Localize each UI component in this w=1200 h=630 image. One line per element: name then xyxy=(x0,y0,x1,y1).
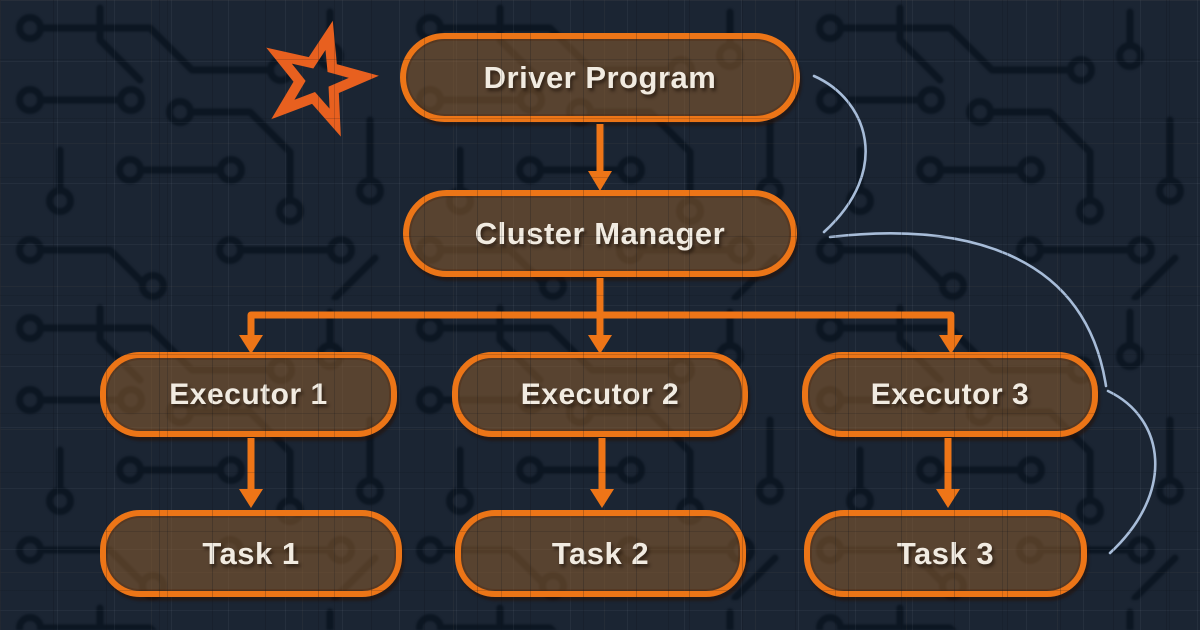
node-label: Task 3 xyxy=(896,535,995,571)
node-cluster-manager: Cluster Manager xyxy=(403,190,797,277)
node-task-1: Task 1 xyxy=(100,510,402,597)
node-label: Executor 3 xyxy=(870,377,1030,411)
node-label: Driver Program xyxy=(483,59,717,95)
node-label: Task 1 xyxy=(202,535,300,571)
node-driver-program: Driver Program xyxy=(400,33,800,122)
node-label: Executor 1 xyxy=(169,377,328,411)
node-executor-1: Executor 1 xyxy=(100,352,397,437)
node-task-3: Task 3 xyxy=(804,510,1087,597)
node-task-2: Task 2 xyxy=(455,510,746,597)
node-label: Executor 2 xyxy=(520,377,680,411)
node-label: Cluster Manager xyxy=(474,215,726,251)
node-executor-3: Executor 3 xyxy=(802,352,1098,437)
node-label: Task 2 xyxy=(551,535,650,571)
node-executor-2: Executor 2 xyxy=(452,352,748,437)
